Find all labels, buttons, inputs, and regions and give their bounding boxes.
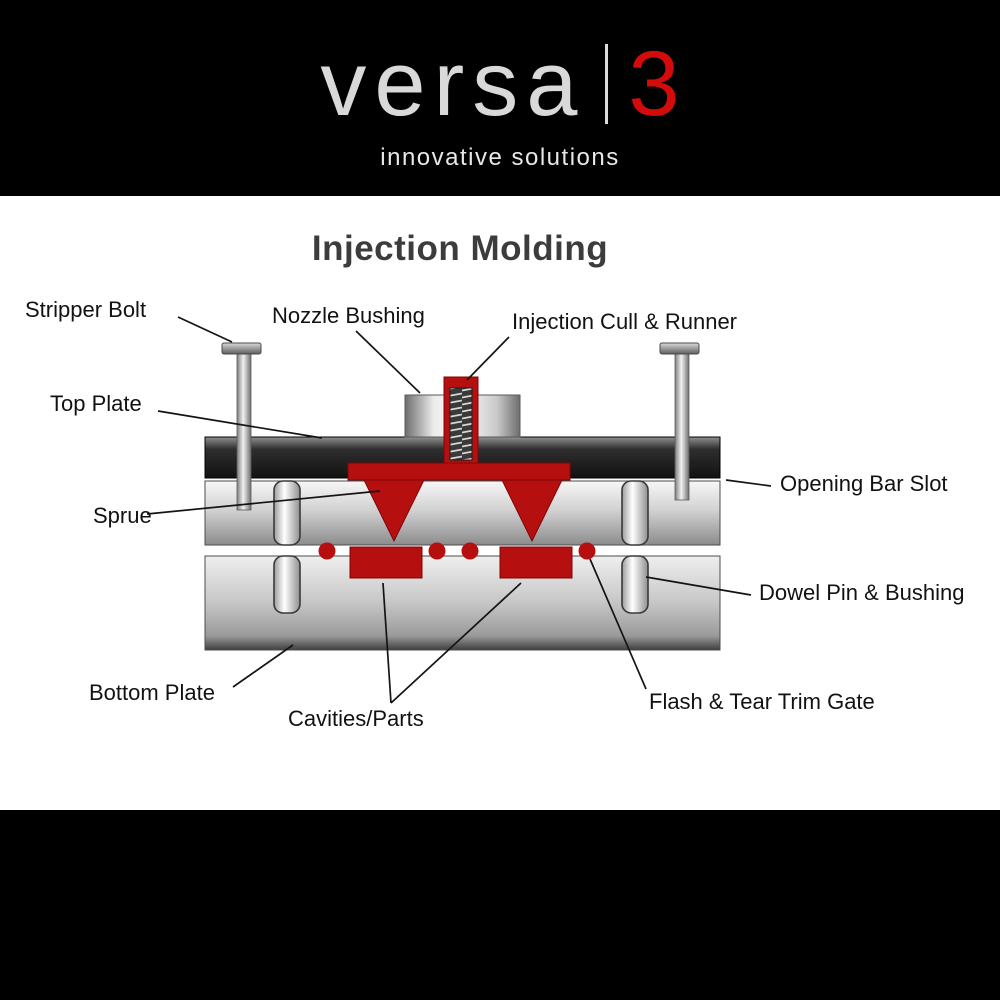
stripper-bolt-right-head <box>659 342 700 355</box>
label-nozzle-bushing: Nozzle Bushing <box>272 303 425 328</box>
leader-stripper-bolt <box>177 316 233 343</box>
cavity-left-shape <box>349 546 423 579</box>
leader-lines <box>146 316 772 704</box>
label-sprue: Sprue <box>93 503 152 528</box>
leader-injection-cull <box>466 336 510 381</box>
label-top-plate: Top Plate <box>50 391 142 416</box>
bottom-banner <box>0 810 1000 1000</box>
nozzle-thread-shape <box>449 387 473 461</box>
brand-tagline: innovative solutions <box>380 144 620 171</box>
dowel-bushing-right-shape <box>621 480 649 546</box>
leader-bottom-plate <box>232 644 294 688</box>
brand-logo: versa 3 <box>0 34 1000 134</box>
label-dowel-pin-bushing: Dowel Pin & Bushing <box>759 580 965 605</box>
cavity-right-shape <box>499 546 573 579</box>
dowel-pin-right-shape <box>621 555 649 614</box>
sprue-right-shape <box>501 479 563 543</box>
label-flash-tear-trim-gate: Flash & Tear Trim Gate <box>649 689 875 714</box>
stripper-bolt-left-shaft <box>236 351 252 511</box>
leader-sprue <box>146 490 381 515</box>
stripper-bolt-left-head <box>221 342 262 355</box>
leader-opening-bar-slot <box>725 479 772 487</box>
logo-separator <box>605 44 609 124</box>
runner-bump-center-left <box>428 542 446 560</box>
trim-gate-shape <box>578 542 596 560</box>
leader-top-plate <box>157 410 323 439</box>
label-cavities-parts: Cavities/Parts <box>288 706 424 731</box>
sprue-left-shape <box>363 479 425 543</box>
dowel-pin-left-shape <box>273 555 301 614</box>
leader-dowel-pin <box>645 576 752 596</box>
label-bottom-plate: Bottom Plate <box>89 680 215 705</box>
runner-shape <box>347 462 571 481</box>
leader-cavities-left <box>382 582 392 704</box>
diagram-title: Injection Molding <box>311 229 609 268</box>
dowel-bushing-left-shape <box>273 480 301 546</box>
label-injection-cull-runner: Injection Cull & Runner <box>512 309 738 334</box>
runner-bump-center-right <box>461 542 479 560</box>
label-opening-bar-slot: Opening Bar Slot <box>780 471 948 496</box>
leader-flash-gate <box>589 558 647 690</box>
runner-bump-left <box>318 542 336 560</box>
stripper-bolt-right-shaft <box>674 351 690 501</box>
logo-wordmark: versa <box>320 33 586 135</box>
leader-cavities-right <box>390 582 522 704</box>
top-banner: versa 3 innovative solutions <box>0 0 1000 196</box>
logo-number: 3 <box>628 33 680 135</box>
leader-nozzle-bushing <box>355 330 421 394</box>
label-stripper-bolt: Stripper Bolt <box>25 297 147 322</box>
